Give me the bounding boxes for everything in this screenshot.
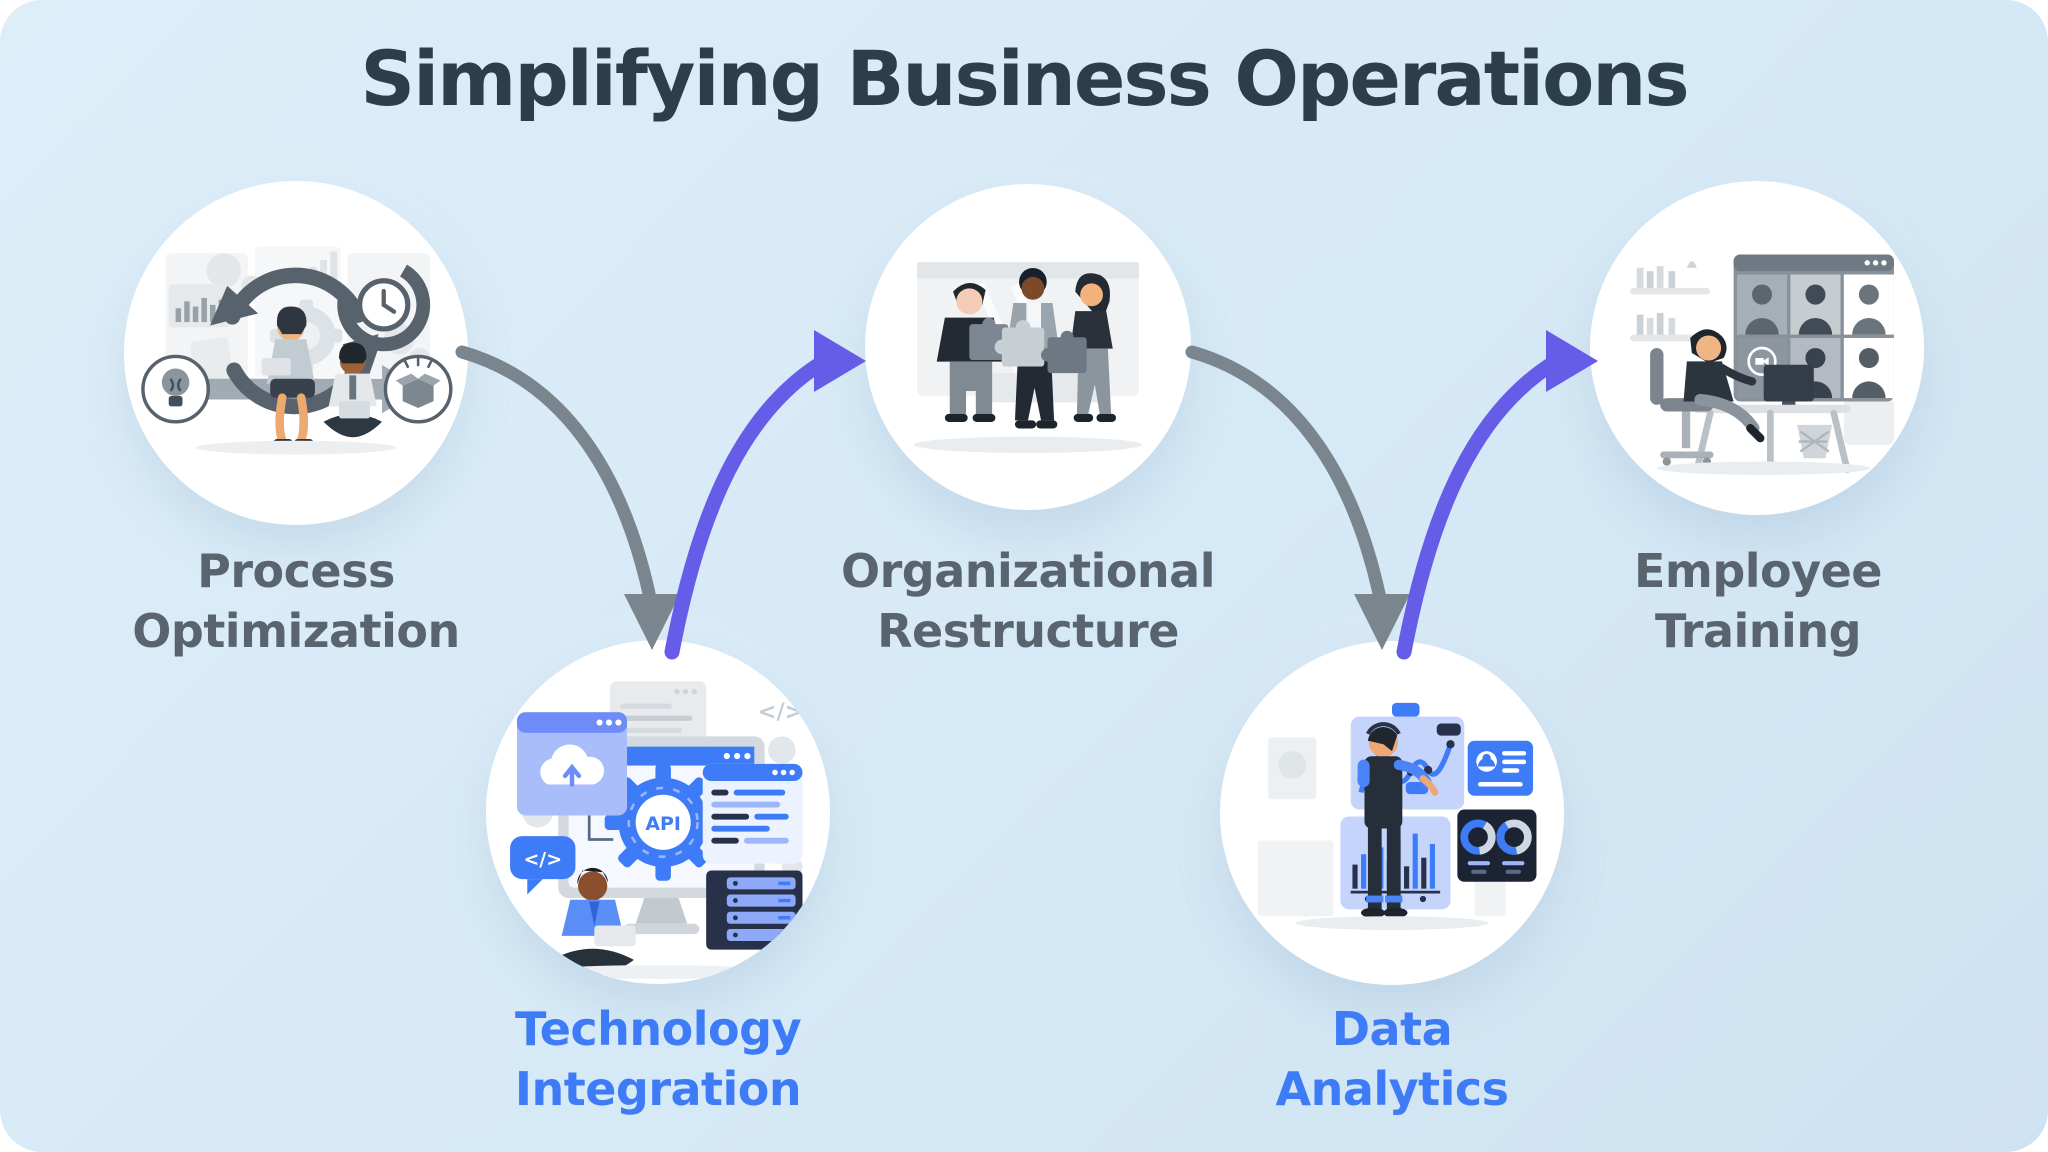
step-label-process-optimization: Process Optimization (132, 544, 460, 658)
standing-analyst-figure (1357, 722, 1439, 918)
code-bubble-icon: </> (510, 836, 576, 895)
lightbulb-badge-icon (141, 354, 210, 424)
code-panel-icon (702, 763, 803, 864)
step-circle-process-optimization (124, 181, 468, 525)
id-card-panel-icon (1467, 740, 1534, 796)
donut-charts-panel-icon (1457, 809, 1537, 882)
step-circle-technology-integration: </> (486, 640, 830, 984)
man-with-laptop-figure (551, 867, 636, 976)
technology-integration-illustration: </> (510, 681, 804, 979)
process-optimization-illustration (141, 246, 453, 455)
cloud-upload-window-icon (516, 712, 628, 816)
api-label: API (645, 813, 681, 835)
puzzle-piece-icon (1041, 330, 1087, 374)
puzzle-piece-icon (994, 320, 1045, 367)
video-call-window-icon (1733, 254, 1894, 402)
step-label-technology-integration: Technology Integration (514, 1002, 802, 1116)
open-box-badge-icon (383, 354, 453, 424)
step-circle-employee-training (1590, 181, 1924, 515)
server-rack-icon (706, 870, 803, 950)
step-label-organizational-restructure: Organizational Restructure (840, 544, 1216, 658)
monitor-icon (1763, 364, 1814, 409)
trash-bin-icon (1797, 424, 1833, 459)
step-circle-organizational-restructure (865, 184, 1191, 510)
employee-training-illustration (1630, 254, 1894, 475)
woman-at-desk-figure (1650, 329, 1765, 466)
step-label-data-analytics: Data Analytics (1275, 1002, 1509, 1116)
page-title: Simplifying Business Operations (360, 34, 1689, 123)
bookshelf-icon (1630, 261, 1711, 342)
step-circle-data-analytics (1220, 641, 1564, 985)
organizational-restructure-illustration (913, 262, 1143, 453)
data-analytics-illustration (1257, 702, 1537, 930)
code-glyph-faint: </> (758, 699, 804, 725)
person-figure (1041, 273, 1117, 422)
man-with-laptop-figure (323, 342, 382, 438)
step-label-employee-training: Employee Training (1633, 544, 1883, 658)
person-figure (994, 267, 1059, 429)
code-bubble-label: </> (523, 848, 562, 870)
